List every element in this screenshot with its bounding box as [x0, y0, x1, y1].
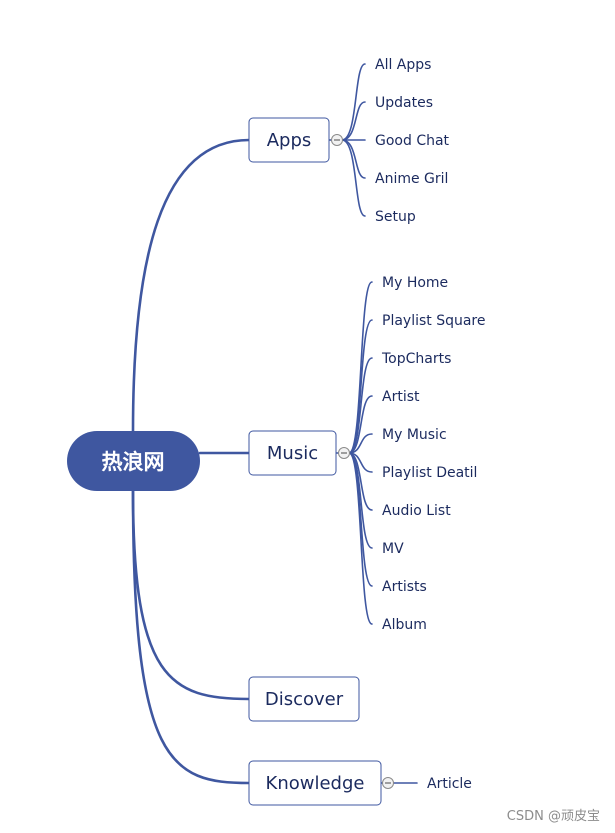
leaf-artist[interactable]: Artist: [382, 389, 420, 405]
leaf-my-music[interactable]: My Music: [382, 427, 447, 443]
leaf-updates[interactable]: Updates: [375, 95, 433, 111]
topic-discover[interactable]: Discover: [248, 676, 360, 722]
branch-knowledge: [131, 489, 251, 785]
central-topic[interactable]: 热浪网: [67, 431, 200, 491]
leaf-article[interactable]: Article: [427, 776, 472, 792]
topic-discover-box: [248, 676, 360, 722]
leaf-anime-gril[interactable]: Anime Gril: [375, 171, 448, 187]
topic-music-label: Music: [267, 443, 318, 464]
leaf-setup[interactable]: Setup: [375, 209, 416, 225]
leaf-audio-list[interactable]: Audio List: [382, 503, 451, 519]
topic-music-box: [248, 430, 337, 476]
twig-music-my-music: [348, 433, 373, 454]
branch-lines: [131, 63, 418, 785]
twig-apps-updates: [341, 101, 366, 141]
leaf-artists[interactable]: Artists: [382, 579, 427, 595]
leaf-album[interactable]: Album: [382, 617, 427, 633]
topic-knowledge[interactable]: Knowledge: [248, 760, 382, 806]
leaf-mv[interactable]: MV: [382, 541, 404, 557]
leaf-playlist-deatil[interactable]: Playlist Deatil: [382, 465, 477, 481]
topic-discover-label: Discover: [265, 689, 344, 710]
leaf-all-apps[interactable]: All Apps: [375, 57, 431, 73]
twig-apps-anime-gril: [341, 139, 366, 179]
leaf-my-home[interactable]: My Home: [382, 275, 448, 291]
twig-music-album: [348, 452, 373, 625]
leaf-playlist-square[interactable]: Playlist Square: [382, 313, 486, 329]
topic-apps-box: [248, 117, 330, 163]
topic-apps-label: Apps: [267, 130, 312, 151]
twig-apps-setup: [341, 139, 366, 217]
twig-music-artist: [348, 395, 373, 454]
central-topic-label: 热浪网: [102, 450, 165, 474]
topic-knowledge-label: Knowledge: [266, 773, 365, 794]
leaf-topcharts[interactable]: TopCharts: [381, 351, 451, 367]
twig-apps-all-apps: [341, 63, 366, 141]
branch-apps: [131, 138, 251, 433]
collapse-knowledge-icon[interactable]: [382, 777, 394, 789]
branch-discover: [131, 489, 251, 701]
collapse-music-icon[interactable]: [338, 447, 350, 459]
leaf-good-chat[interactable]: Good Chat: [375, 133, 450, 149]
watermark: CSDN @顽皮宝: [507, 809, 600, 824]
topic-music[interactable]: Music: [248, 430, 337, 476]
topic-apps[interactable]: Apps: [248, 117, 330, 163]
collapse-apps-icon[interactable]: [331, 134, 343, 146]
twig-music-playlist-square: [348, 319, 373, 454]
central-topic-shape: [67, 431, 200, 491]
twig-music-topcharts: [348, 357, 373, 454]
topic-knowledge-box: [248, 760, 382, 806]
